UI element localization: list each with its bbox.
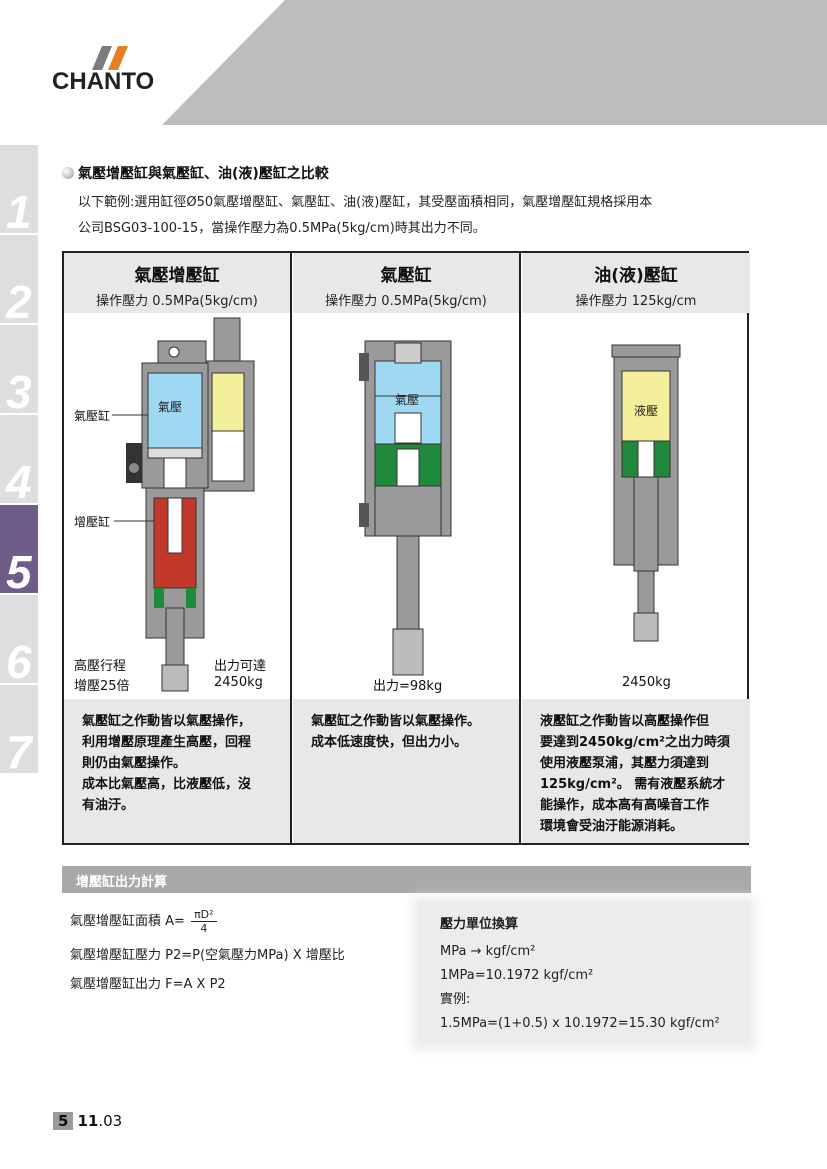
output-value: 2450kg [214, 675, 263, 690]
column-header: 氣壓缸 操作壓力 0.5MPa(5kg/cm) [293, 253, 519, 313]
column-title: 氣壓增壓缸 [134, 266, 220, 286]
output-value: 出力=98kg [373, 679, 443, 694]
column-booster-cylinder: 氣壓增壓缸 操作壓力 0.5MPa(5kg/cm) 氣壓 [64, 253, 292, 843]
hydraulic-cylinder-diagram: 液壓 [611, 344, 681, 642]
air-cylinder-diagram: 氣壓 [359, 340, 452, 676]
header-band [162, 0, 827, 125]
comparison-table: 氣壓增壓缸 操作壓力 0.5MPa(5kg/cm) 氣壓 [62, 251, 750, 845]
column-title: 氣壓缸 [380, 266, 432, 286]
stroke-label: 高壓行程 [74, 659, 127, 674]
callout-booster: 增壓缸 [74, 515, 111, 529]
column-header: 油(液)壓缸 操作壓力 125kg/cm [522, 253, 750, 313]
desc-line: 125kg/cm²。 需有液壓系統才 [540, 777, 726, 792]
intro-line: 公司BSG03-100-15，當操作壓力為0.5MPa(5kg/cm)時其出力不… [78, 221, 486, 236]
chapter-tab-6[interactable]: 6 [0, 595, 38, 688]
desc-line: 環境會受油汙能源消耗。 [540, 819, 684, 834]
section-title: 氣壓增壓缸與氣壓缸、油(液)壓缸之比較 [62, 163, 329, 183]
formula-output: 氣壓增壓缸出力 F=A X P2 [70, 977, 226, 992]
desc-line: 要達到2450kg/cm²之出力時須 [540, 735, 730, 750]
column-air-cylinder: 氣壓缸 操作壓力 0.5MPa(5kg/cm) 氣壓 出力=98kg 氣壓缸之作… [293, 253, 521, 843]
desc-line: 則仍由氣壓操作。 [82, 756, 187, 771]
intro-paragraph: 以下範例:選用缸徑Ø50氣壓增壓缸、氣壓缸、油(液)壓缸，其受壓面積相同，氣壓增… [78, 190, 778, 242]
column-pressure: 操作壓力 0.5MPa(5kg/cm) [96, 294, 258, 309]
unit-conversion-box: 壓力單位換算 MPa → kgf/cm² 1MPa=10.1972 kgf/cm… [418, 903, 750, 1043]
chamber-label: 氣壓 [158, 400, 182, 414]
formula-area: 氣壓增壓缸面積 A= πD² 4 [70, 908, 217, 935]
boost-ratio-label: 增壓25倍 [74, 679, 130, 694]
desc-line: 有油汙。 [82, 798, 135, 813]
output-value: 2450kg [622, 675, 671, 690]
chapter-tab-2[interactable]: 2 [0, 235, 38, 328]
formula-pressure: 氣壓增壓缸壓力 P2=P(空氣壓力MPa) X 增壓比 [70, 948, 345, 963]
unit-line: MPa → kgf/cm² [440, 944, 536, 959]
column-description: 氣壓缸之作動皆以氣壓操作。 成本低速度快，但出力小。 [293, 699, 519, 843]
chapter-tab-4[interactable]: 4 [0, 415, 38, 508]
booster-cylinder-diagram: 氣壓 [112, 317, 255, 692]
column-description: 氣壓缸之作動皆以氣壓操作， 利用增壓原理產生高壓，回程 則仍由氣壓操作。 成本比… [64, 699, 290, 843]
logo-text: CHANTO [52, 68, 155, 95]
section-number-badge: 5 [53, 1112, 74, 1130]
intro-line: 以下範例:選用缸徑Ø50氣壓增壓缸、氣壓缸、油(液)壓缸，其受壓面積相同，氣壓增… [78, 195, 653, 210]
unit-line: 1MPa=10.1972 kgf/cm² [440, 968, 594, 983]
desc-line: 氣壓缸之作動皆以氣壓操作， [82, 714, 252, 729]
unit-box-title: 壓力單位換算 [440, 917, 519, 932]
area-fraction: πD² 4 [191, 908, 217, 935]
chapter-tab-7[interactable]: 7 [0, 685, 38, 778]
chamber-label: 氣壓 [395, 393, 419, 407]
calc-section-bar: 增壓缸出力計算 [62, 866, 751, 893]
desc-line: 液壓缸之作動皆以高壓操作但 [540, 714, 710, 729]
output-caption: 出力可達 [214, 659, 267, 674]
unit-line: 實例: [440, 992, 471, 1007]
unit-line: 1.5MPa=(1+0.5) x 10.1972=15.30 kgf/cm² [440, 1016, 720, 1031]
desc-line: 成本比氣壓高，比液壓低，沒 [82, 777, 252, 792]
chapter-tab-5-active[interactable]: 5 [0, 505, 38, 598]
column-pressure: 操作壓力 0.5MPa(5kg/cm) [325, 294, 487, 309]
callout-air-cylinder: 氣壓缸 [74, 409, 111, 423]
desc-line: 能操作，成本高有高噪音工作 [540, 798, 710, 813]
company-logo: CHANTO [52, 42, 182, 95]
column-hydraulic-cylinder: 油(液)壓缸 操作壓力 125kg/cm 液壓 2450kg 液壓缸之作動皆以高… [522, 253, 750, 843]
calc-section-title: 增壓缸出力計算 [76, 875, 168, 890]
logo-mark-icon [92, 46, 128, 70]
chapter-tab-1[interactable]: 1 [0, 145, 38, 238]
chamber-label: 液壓 [634, 403, 658, 418]
chapter-tab-3[interactable]: 3 [0, 325, 38, 418]
desc-line: 使用液壓泵浦，其壓力須達到 [540, 756, 710, 771]
column-title: 油(液)壓缸 [594, 266, 678, 286]
desc-line: 成本低速度快，但出力小。 [311, 735, 468, 750]
desc-line: 利用增壓原理產生高壓，回程 [82, 735, 252, 750]
column-description: 液壓缸之作動皆以高壓操作但 要達到2450kg/cm²之出力時須 使用液壓泵浦，… [522, 699, 750, 843]
column-header: 氣壓增壓缸 操作壓力 0.5MPa(5kg/cm) [64, 253, 290, 313]
bullet-icon [62, 167, 74, 179]
column-pressure: 操作壓力 125kg/cm [575, 294, 697, 309]
desc-line: 氣壓缸之作動皆以氣壓操作。 [311, 714, 481, 729]
